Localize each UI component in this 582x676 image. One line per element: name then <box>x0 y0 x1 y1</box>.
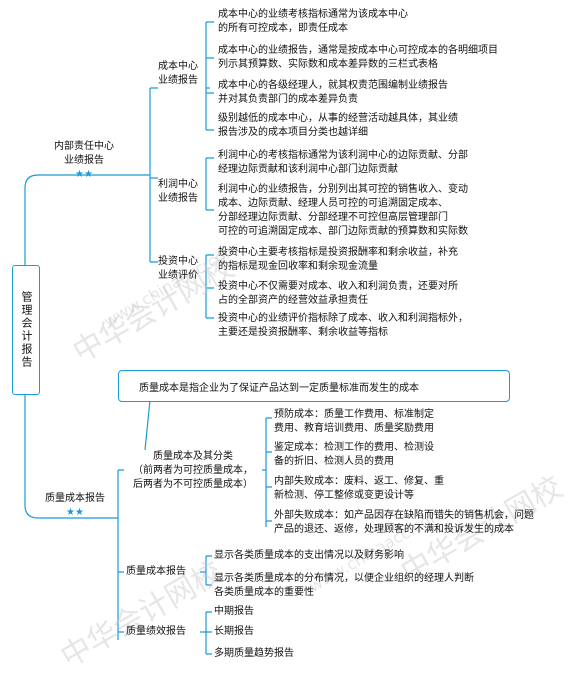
root-connector-2 <box>24 393 115 519</box>
leaf-invest-3: 投资中心的业绩评价指标除了成本、收入和利润指标外，主要还是投资报酬率、剩余收益等… <box>218 313 468 338</box>
leaf-external-failure-cost: 外部失败成本：如产品因存在缺陷而错失的销售机会，问题产品的退还、返修，处理顾客的… <box>274 510 534 535</box>
node-profit-center: 利润中心 业绩报告 <box>158 179 198 204</box>
root-node: 管理会计报告 <box>12 265 40 395</box>
quality-cost-definition-callout: 质量成本是指企业为了保证产品达到一定质量标准而发生的成本 <box>118 370 510 402</box>
root-connector-1 <box>24 174 115 265</box>
leaf-multi-period-trend-report: 多期质量趋势报告 <box>214 648 294 659</box>
branch1-bracket <box>115 87 158 263</box>
cost-center-leaves <box>205 21 214 131</box>
branch-quality-cost-report: 质量成本报告 ★★ <box>40 492 110 520</box>
leaf-prevention-cost: 预防成本：质量工作费用、标准制定费用、教育培训费用、质量奖励费用 <box>274 409 434 434</box>
leaf-cost-4: 级别越低的成本中心，从事的经营活动越具体，其业绩报告涉及的成本项目分类也越详细 <box>218 113 458 138</box>
leaf-quality-report-2: 显示各类质量成本的分布情况，以便企业组织的经理人判断各类质量成本的重要性 <box>214 573 474 598</box>
quality-class-leaves <box>262 417 272 527</box>
star-rating-icon: ★★ <box>66 507 84 518</box>
leaf-long-term-report: 长期报告 <box>214 626 254 637</box>
branch-label-line: 业绩报告 <box>64 155 104 166</box>
investment-center-leaves <box>205 254 214 319</box>
branch-internal-responsibility: 内部责任中心 业绩报告 ★★ <box>44 140 124 182</box>
node-investment-center: 投资中心 业绩评价 <box>158 256 198 281</box>
callout-pointer <box>144 399 151 451</box>
node-cost-center: 成本中心 业绩报告 <box>158 61 198 86</box>
leaf-appraisal-cost: 鉴定成本：检测工作的费用、检测设备的折旧、检测人员的费用 <box>274 442 434 467</box>
leaf-cost-2: 成本中心的业绩报告，通常是按成本中心可控成本的各明细项目列示其预算数、实际数和成… <box>218 45 498 70</box>
node-quality-cost-classification: 质量成本及其分类 （前两者为可控质量成本， 后两者为不可控质量成本） <box>133 451 253 490</box>
branch2-bracket <box>115 469 124 640</box>
leaf-quality-report-1: 显示各类质量成本的支出情况以及财务影响 <box>214 550 404 561</box>
leaf-invest-2: 投资中心不仅需要对成本、收入和利润负责，还要对所占的全部资产的经营效益承担责任 <box>218 281 458 306</box>
leaf-cost-3: 成本中心的各级经理人，就其权责范围编制业绩报告并对其负责部门的成本差异负责 <box>218 80 448 105</box>
leaf-profit-2: 利润中心的业绩报告，分别列出其可控的销售收入、变动成本、边际贡献、经理人员可控的… <box>218 184 468 237</box>
node-quality-cost-report: 质量成本报告 <box>126 566 186 577</box>
quality-report-leaves <box>200 555 212 586</box>
branch-label-line: 内部责任中心 <box>54 141 114 152</box>
leaf-cost-1: 成本中心的业绩考核指标通常为该成本中心的所有可控成本，即责任成本 <box>218 9 408 34</box>
performance-report-leaves <box>200 611 212 655</box>
leaf-internal-failure-cost: 内部失败成本：废料、返工、修复、重新检测、停工整修或变更设计等 <box>274 476 444 501</box>
leaf-profit-1: 利润中心的考核指标通常为该利润中心的边际贡献、分部经理边际贡献和该利润中心部门边… <box>218 150 468 175</box>
leaf-interim-report: 中期报告 <box>214 606 254 617</box>
node-quality-performance-report: 质量绩效报告 <box>126 626 186 637</box>
profit-center-leaves <box>205 157 214 211</box>
star-rating-icon: ★★ <box>75 169 93 180</box>
leaf-invest-1: 投资中心主要考核指标是投资报酬率和剩余收益，补充的指标是现金回收率和剩余现金流量 <box>218 247 458 272</box>
